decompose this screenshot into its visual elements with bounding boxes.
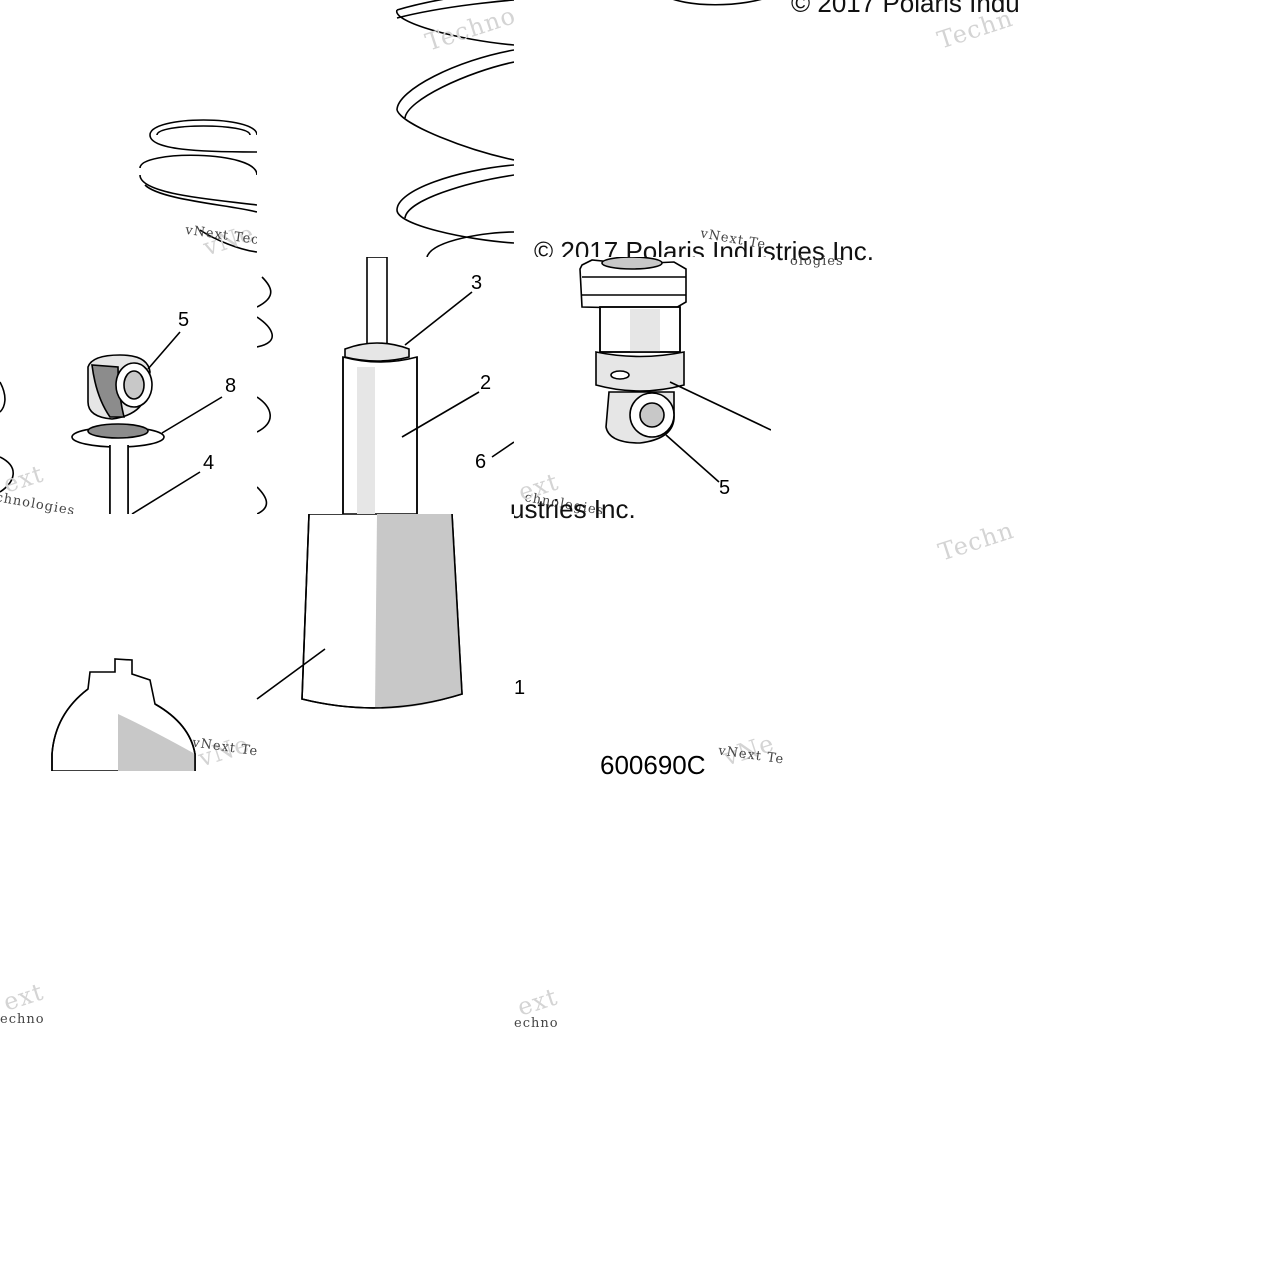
callout-2: 2 [480, 372, 492, 394]
callout-3: 3 [471, 272, 483, 294]
watermark-fragment: ologies [790, 254, 844, 269]
tile-copyright-top: © 2017 Polaris Indu Techn [514, 0, 1028, 257]
tile-lower-body [257, 514, 514, 771]
watermark-fragment: ext [0, 977, 48, 1017]
spring-coil-large [396, 0, 514, 257]
rod-eyelet-drawing [0, 331, 223, 514]
shock-top-drawing [579, 257, 771, 483]
damper-body-drawing [257, 257, 514, 514]
watermark-fragment: echno [0, 1012, 45, 1027]
callout-5-right: 5 [719, 477, 731, 499]
reservoir-drawing [51, 658, 257, 771]
spring-edge [673, 0, 762, 6]
watermark-fragment: echno [514, 1016, 559, 1031]
callout-6: 6 [475, 451, 487, 473]
tile-rod-assembly: 5 8 4 ext chnologies [0, 257, 257, 514]
tile-reservoir: vNe vNext Te [0, 514, 257, 771]
callout-8: 8 [225, 375, 237, 397]
tile-shock-top: 5 chnologies [514, 257, 771, 514]
tile-spring-small: vNe vNext Tec [0, 0, 257, 257]
lower-body-drawing [257, 514, 463, 709]
callout-4: 4 [203, 452, 215, 474]
figure-code: 600690C [600, 750, 706, 780]
callout-1: 1 [514, 677, 526, 699]
spring-coil-small [139, 119, 257, 253]
callout-5: 5 [178, 309, 190, 331]
tile-spring-large: Techno [257, 0, 514, 257]
tile-damper-body: 3 2 6 [257, 257, 514, 514]
watermark-fragment: Techn [935, 515, 1018, 567]
copyright-text: © 2017 Polaris Indu [791, 0, 1020, 18]
copyright-text: ustries Inc. [510, 494, 636, 524]
